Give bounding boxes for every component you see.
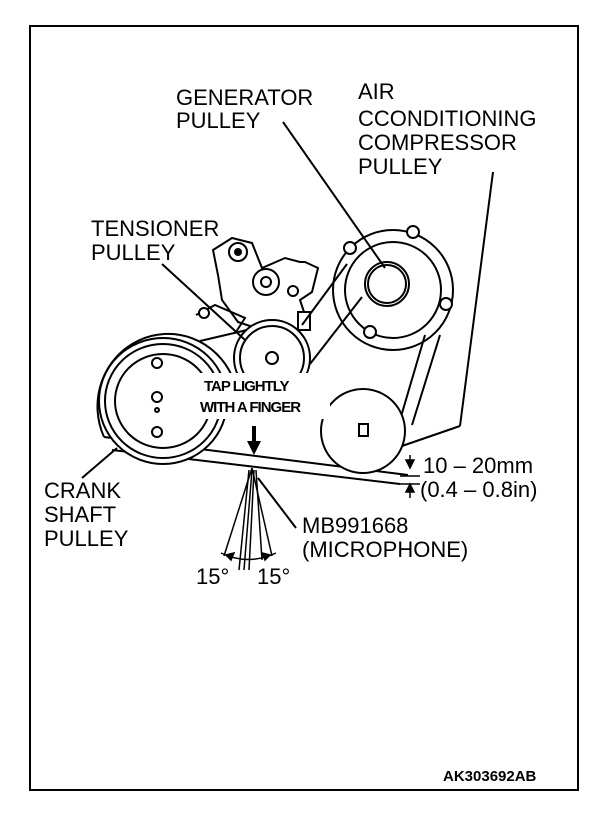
microphone <box>220 467 277 571</box>
figure-frame <box>29 25 579 791</box>
tool-label-2: (MICROPHONE) <box>302 537 468 562</box>
idler-pulley <box>320 388 406 474</box>
crank-label-3: PULLEY <box>44 526 129 551</box>
generator-label-2: PULLEY <box>176 108 261 133</box>
tap-label-1: TAP LIGHTLY <box>204 378 290 395</box>
tensioner-label-1: TENSIONER <box>91 216 219 241</box>
crank-label-2: SHAFT <box>44 502 116 527</box>
tap-label-2: WITH A FINGER <box>200 399 301 416</box>
ac-label-3: COMPRESSOR <box>358 130 517 155</box>
ac-label-4: PULLEY <box>358 154 443 179</box>
generator-label-1: GENERATOR <box>176 85 313 110</box>
angle-right-label: 15° <box>257 564 290 589</box>
deflection-dimension <box>400 455 420 498</box>
tap-arrow <box>247 426 261 455</box>
deflection-mm-label: 10 – 20mm <box>423 453 533 478</box>
deflection-in-label: (0.4 – 0.8in) <box>420 477 537 502</box>
figure-code: AK303692AB <box>443 768 537 785</box>
tool-label-1: MB991668 <box>302 513 408 538</box>
tap-label-bg <box>195 373 330 419</box>
leader-lines <box>81 121 494 529</box>
tensioner-label-2: PULLEY <box>91 240 176 265</box>
angle-left-label: 15° <box>196 564 229 589</box>
crank-label-1: CRANK <box>44 478 121 503</box>
tensioner-bracket <box>195 236 320 333</box>
ac-label-2: CCONDITIONING <box>358 106 536 131</box>
ac-label-1: AIR <box>358 79 395 104</box>
generator-pulley <box>364 261 410 307</box>
